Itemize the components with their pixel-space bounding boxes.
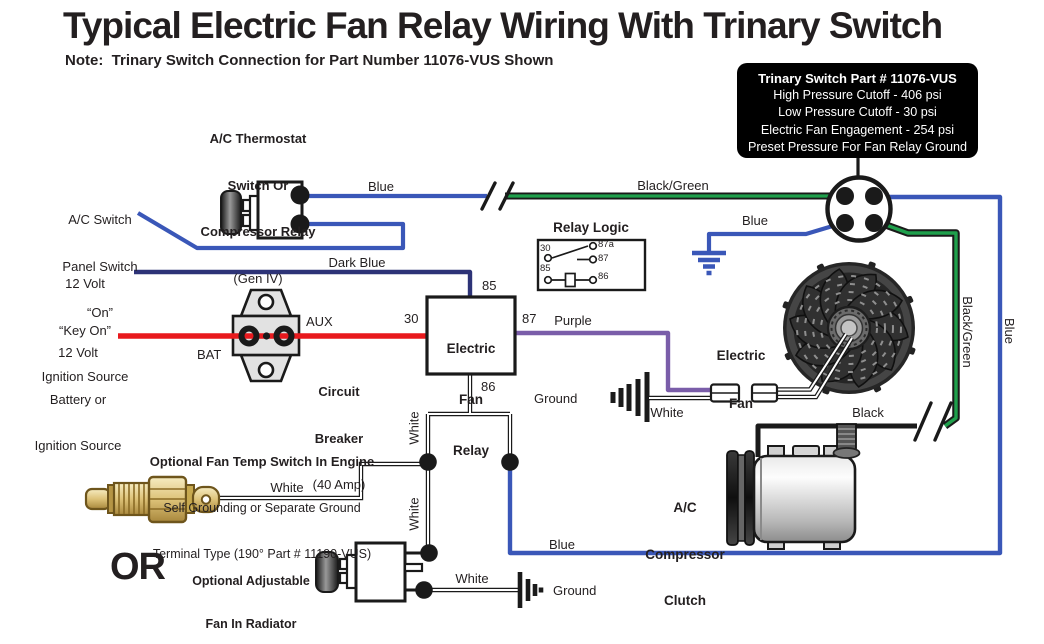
battery-source-label: 12 Volt Battery or Ignition Source [34,345,122,453]
wire-white-temp-switch [214,461,428,501]
wire-white-86 [425,375,513,462]
aux-terminal-label: AUX [306,314,333,329]
ac-panel-switch-label: A/C Switch Panel Switch “On” [62,212,138,320]
wire-blue-trinary-ground [706,219,847,251]
trinary-info-box: Trinary Switch Part # 11076-VUS High Pre… [737,63,978,158]
circuit-breaker-label: Circuit Breaker (40 Amp) [312,384,366,492]
wire-label-white-vert2: White [406,497,422,531]
electric-fan-relay-box [425,295,517,376]
electric-fan [782,261,916,395]
ac-compressor [726,423,861,550]
wire-label-purple: Purple [554,313,592,328]
wire-break-top-icon [480,181,515,211]
relay-terminal-30: 30 [404,311,419,326]
ac-thermostat-switch [220,180,310,240]
wire-blue-panel [136,211,406,251]
or-label: OR [110,546,166,588]
fan-connector-left [709,383,741,403]
wire-black-green-right [873,217,960,430]
wire-label-dark-blue: Dark Blue [328,255,386,270]
wire-label-blue-trinary: Blue [741,213,769,228]
logic-pin-86: 86 [598,271,609,282]
wire-label-blue-vertical: Blue [1001,317,1017,345]
electric-fan-label: Electric Fan [716,348,766,411]
note-text: Note: Trinary Switch Connection for Part… [65,52,554,69]
relay-logic-box [536,238,647,292]
wire-label-white-fan: White [650,405,684,420]
relay-terminal-86: 86 [481,379,496,394]
ground-label-mid: Ground [534,391,578,406]
fan-connector-right [750,383,779,403]
page-title: Typical Electric Fan Relay Wiring With T… [63,5,943,46]
wire-blue-loop [507,194,1003,556]
ground-label-bottom: Ground [553,583,597,598]
relay-label: Electric Fan Relay [446,341,496,458]
relay-terminal-87: 87 [522,311,537,326]
fan-temp-switch [84,475,221,524]
adj-thermostat-switch [315,541,424,603]
key-on-source-label: 12 Volt “Key On” Ignition Source [41,276,129,384]
wire-black [755,423,917,457]
wire-dark-blue [134,269,473,298]
logic-pin-87: 87 [598,253,609,264]
trinary-info-title: Trinary Switch Part # 11076-VUS [758,71,957,86]
wire-label-black-green: Black/Green [637,178,709,193]
relay-terminal-85: 85 [482,278,497,293]
compressor-label: A/C Compressor Clutch [645,500,725,608]
wire-break-right-icon [913,401,953,442]
wire-purple [515,330,713,393]
logic-pin-30: 30 [540,243,551,254]
relay-logic-title: Relay Logic [553,220,629,235]
bat-terminal-label: BAT [197,347,222,362]
junction-dots [415,453,519,599]
ground-symbol-mid-icon [610,372,650,422]
wire-label-blue-bottom: Blue [548,537,576,552]
ground-symbol-trinary-icon [692,250,726,276]
wire-label-black-green-vertical: Black/Green [959,296,975,368]
wire-label-white-bottom: White [455,571,489,586]
temp-switch-label: Optional Fan Temp Switch In Engine Self … [149,454,375,561]
wire-label-white-temp: White [270,480,304,495]
adj-thermostat-label: Optional Adjustable Fan In Radiator Ther… [192,574,310,632]
wire-label-blue-top: Blue [367,179,395,194]
breaker-terminals [238,325,295,347]
ac-thermostat-label: A/C Thermostat Switch Or Compressor Rela… [200,131,316,286]
ground-symbol-bottom-icon [517,572,544,608]
logic-pin-87a: 87a [598,239,614,250]
wire-label-white-vert1: White [406,411,422,445]
trinary-switch [825,158,893,243]
wire-fan-leads [777,332,854,400]
logic-pin-85: 85 [540,263,551,274]
wire-label-black: Black [852,405,884,420]
